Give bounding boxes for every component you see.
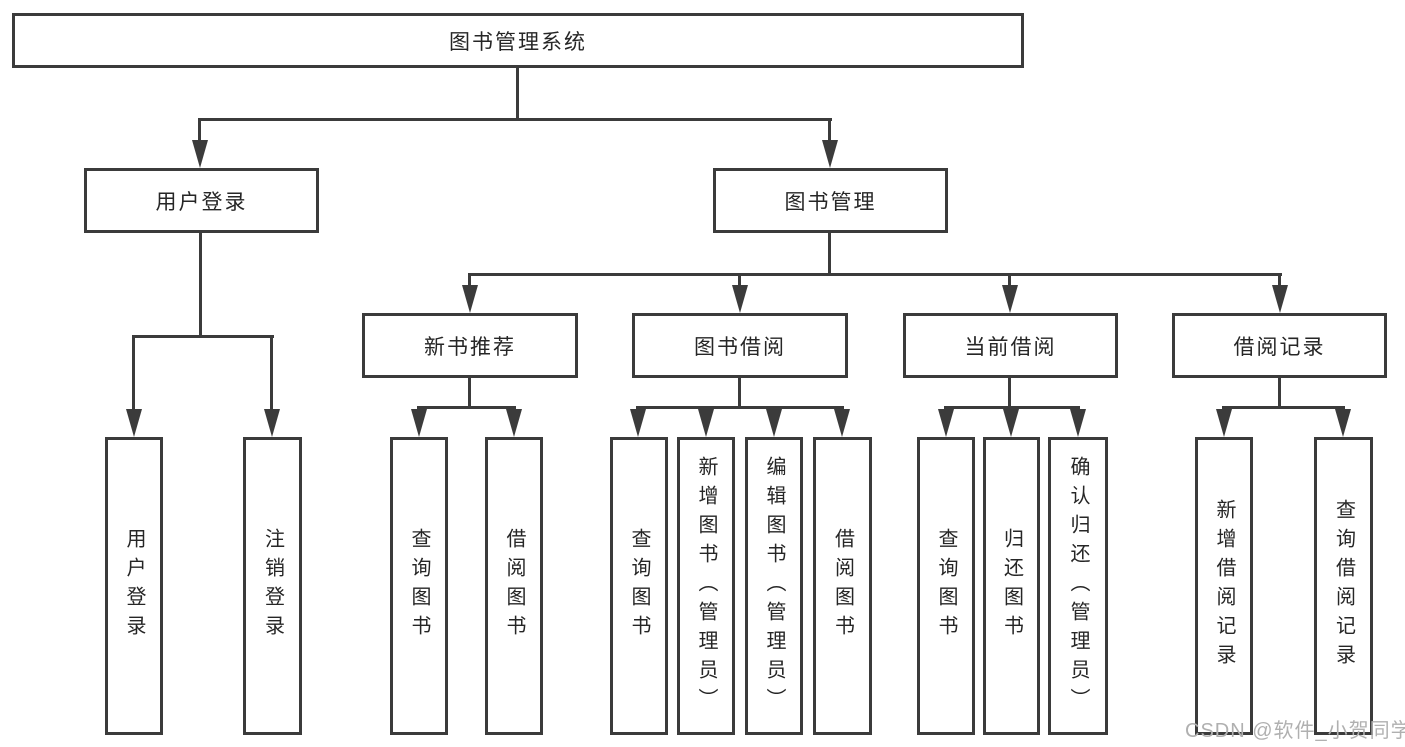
leaf-query-borrow-record: 查询借阅记录 <box>1314 437 1373 735</box>
connector-root-left-drop <box>198 118 201 144</box>
arrow-down <box>766 409 782 437</box>
connector-borrowing-records-stem <box>1278 378 1281 409</box>
arrow-down <box>411 409 427 437</box>
leaf-logout: 注销登录 <box>243 437 302 735</box>
connector-drop <box>468 273 471 289</box>
connector-current-borrowing-stem <box>1008 378 1011 409</box>
leaf-edit-book-admin: 编辑图书（管理员） <box>745 437 803 735</box>
connector-drop <box>1278 273 1281 289</box>
connector-drop <box>738 273 741 289</box>
connector-new-book-crossbar <box>417 406 516 409</box>
leaf-user-login: 用户登录 <box>105 437 163 735</box>
arrow-down <box>264 409 280 437</box>
node-borrowing-records: 借阅记录 <box>1172 313 1387 378</box>
arrow-down <box>698 409 714 437</box>
connector-current-borrowing-crossbar <box>944 406 1080 409</box>
arrow-down <box>822 140 838 168</box>
arrow-down <box>126 409 142 437</box>
arrow-down <box>1272 285 1288 313</box>
node-user-login: 用户登录 <box>84 168 319 233</box>
leaf-borrow-books-recommend: 借阅图书 <box>485 437 543 735</box>
connector-drop <box>1008 273 1011 289</box>
arrow-down <box>1070 409 1086 437</box>
arrow-down <box>732 285 748 313</box>
connector-user-login-right-drop <box>270 335 273 413</box>
node-new-book-recommendation: 新书推荐 <box>362 313 578 378</box>
arrow-down <box>1002 285 1018 313</box>
csdn-watermark: CSDN @软件_小贺同学 <box>1185 720 1405 742</box>
node-current-borrowing: 当前借阅 <box>903 313 1118 378</box>
node-book-management: 图书管理 <box>713 168 948 233</box>
arrow-down <box>462 285 478 313</box>
connector-user-login-left-drop <box>132 335 135 413</box>
leaf-query-books-current: 查询图书 <box>917 437 975 735</box>
connector-root-right-drop <box>828 118 831 144</box>
connector-user-login-stem <box>199 233 202 337</box>
connector-borrowing-records-crossbar <box>1222 406 1345 409</box>
connector-book-management-stem <box>828 233 831 276</box>
connector-new-book-stem <box>468 378 471 409</box>
arrow-down <box>630 409 646 437</box>
node-book-borrowing: 图书借阅 <box>632 313 848 378</box>
connector-user-login-crossbar <box>132 335 274 338</box>
arrow-down <box>192 140 208 168</box>
arrow-down <box>506 409 522 437</box>
connector-root-crossbar <box>198 118 832 121</box>
leaf-confirm-return-admin: 确认归还（管理员） <box>1048 437 1108 735</box>
leaf-borrow-books-borrowing: 借阅图书 <box>813 437 872 735</box>
leaf-query-books-borrowing: 查询图书 <box>610 437 668 735</box>
node-library-management-system: 图书管理系统 <box>12 13 1024 68</box>
leaf-query-books-recommend: 查询图书 <box>390 437 448 735</box>
arrow-down <box>938 409 954 437</box>
connector-root-stem <box>516 68 519 120</box>
connector-book-borrowing-stem <box>738 378 741 409</box>
arrow-down <box>1216 409 1232 437</box>
leaf-add-borrow-record: 新增借阅记录 <box>1195 437 1253 735</box>
arrow-down <box>1335 409 1351 437</box>
connector-book-management-crossbar <box>468 273 1282 276</box>
leaf-return-book: 归还图书 <box>983 437 1040 735</box>
connector-book-borrowing-crossbar <box>636 406 844 409</box>
arrow-down <box>834 409 850 437</box>
arrow-down <box>1003 409 1019 437</box>
leaf-add-book-admin: 新增图书（管理员） <box>677 437 735 735</box>
